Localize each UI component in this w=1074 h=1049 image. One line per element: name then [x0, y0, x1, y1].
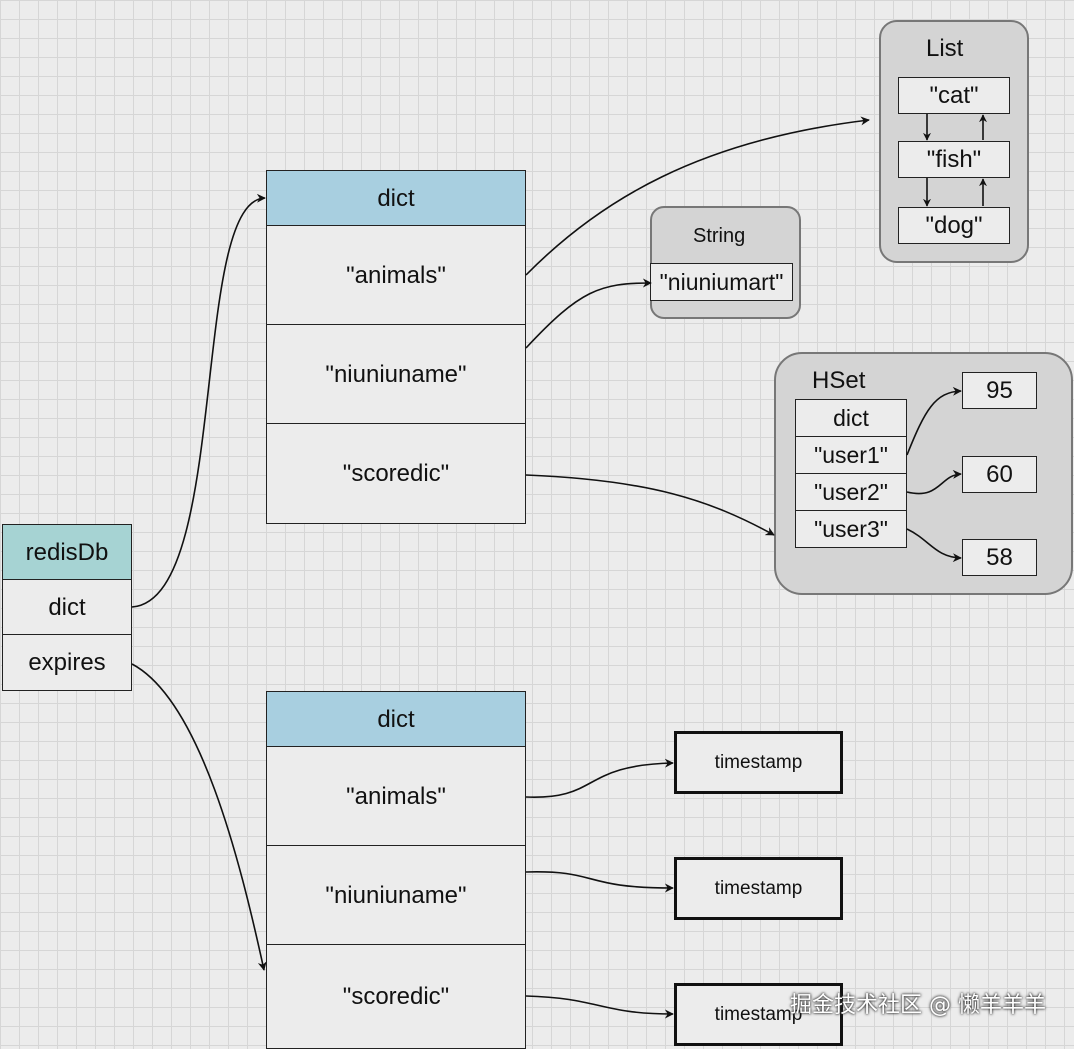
arrow-user2-60 [906, 469, 962, 495]
main-dict-key-animals: "animals" [266, 225, 526, 326]
arrow-niuniuname-string [525, 278, 652, 349]
hset-user3-field: "user3" [795, 510, 907, 548]
hset-dict-field: dict [795, 399, 907, 437]
arrow-scoredic-timestamp [525, 995, 674, 1019]
expires-dict-key-animals: "animals" [266, 746, 526, 847]
arrow-user1-95 [906, 386, 962, 456]
arrow-user3-58 [906, 528, 962, 563]
timestamp-niuniuname: timestamp [674, 857, 843, 920]
list-item-fish: "fish" [898, 141, 1010, 178]
arrow-animals-timestamp [525, 758, 674, 798]
arrow-niuniuname-timestamp [525, 871, 674, 893]
expires-dict-key-scoredic: "scoredic" [266, 944, 526, 1049]
timestamp-scoredic: timestamp [674, 983, 843, 1046]
expires-dict-header: dict [266, 691, 526, 748]
list-item-dog: "dog" [898, 207, 1010, 244]
main-dict-header: dict [266, 170, 526, 227]
arrow-redisdb-dict [131, 193, 266, 608]
hset-value-58: 58 [962, 539, 1037, 576]
timestamp-animals: timestamp [674, 731, 843, 794]
hset-user2-field: "user2" [795, 473, 907, 511]
hset-value-60: 60 [962, 456, 1037, 493]
arrow-redisdb-expires [131, 663, 267, 971]
main-dict-key-scoredic: "scoredic" [266, 423, 526, 524]
list-title: List [926, 35, 964, 62]
hset-value-95: 95 [962, 372, 1037, 409]
arrow-scoredic-hset [525, 474, 775, 536]
arrow-animals-list [525, 116, 870, 276]
string-value: "niuniumart" [650, 263, 793, 301]
main-dict-key-niuniuname: "niuniuname" [266, 324, 526, 425]
hset-title: HSet [812, 367, 866, 394]
redisdb-expires-field: expires [2, 634, 132, 691]
expires-dict-key-niuniuname: "niuniuname" [266, 845, 526, 946]
list-item-cat: "cat" [898, 77, 1010, 114]
hset-user1-field: "user1" [795, 436, 907, 474]
watermark: 掘金技术社区 @ 懒羊羊羊 [790, 993, 1046, 1018]
string-title: String [693, 225, 746, 247]
redisdb-header: redisDb [2, 524, 132, 581]
